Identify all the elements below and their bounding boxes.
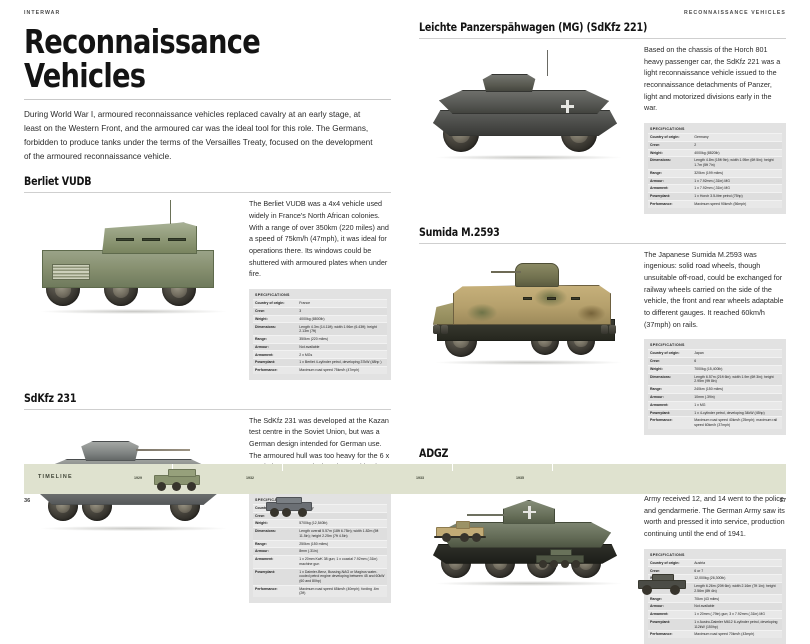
spec-row: Range:320km (199 miles) [648,168,782,178]
spec-row: Country of origin:Germany [648,132,782,142]
spec-row: Dimensions:Length 4.8m (15ft 9in); width… [648,156,782,170]
vehicle-title-sdkfz-221: Leichte Panzerspähwagen (MG) (SdKfz 221) [419,20,648,34]
timeline-label: TIMELINE [38,474,73,480]
timeline-vehicle-adgz [534,544,588,570]
specs-table-sdkfz-221: SPECIFICATIONS Country of origin:Germany… [644,122,786,214]
spec-row: Armour:Not available [253,342,387,351]
balkenkreuz-marking [561,100,574,113]
spec-row: Range:240km (150 miles) [648,385,782,394]
page-title: Reconnaissance Vehicles [24,22,261,95]
spec-row: Weight:7000kg (15,400lb) [648,364,782,374]
balkenkreuz-marking [523,505,536,519]
spec-row: Dimensions:Length overall 5.57m (18ft 6.… [253,527,387,541]
intro-paragraph: During World War I, armoured reconnaissa… [24,110,373,161]
spec-row: Armour:1 x 7.92mm (.31in) MG [648,176,782,185]
spec-row: Weight:4000kg (8800lb) [253,314,387,323]
spec-row: Country of origin:Japan [648,349,782,358]
spec-row: Powerplant:1 x Daimler-Benz, Bussing-NAG… [253,567,387,586]
spec-row: Powerplant:1 x 4-cylinder petrol, develo… [648,408,782,417]
vehicle-caption-sdkfz-221: Based on the chassis of the Horch 801 he… [644,45,781,113]
spec-row: Range:70km (43 miles) [648,594,782,603]
timeline-tick [282,464,283,471]
timeline-tick [552,464,553,471]
timeline-vehicle-sdkfz-231 [264,492,316,518]
spec-row: Performance:Maximum speed 90km/h (56mph) [648,199,782,208]
timeline-year-1935: 1935 [516,476,524,480]
specs-heading: SPECIFICATIONS [255,293,290,298]
timeline-bar: TIMELINE 1929 1932 1933 [24,464,786,595]
timeline-year-1933: 1933 [416,476,424,480]
vehicle-divider [419,242,786,244]
vehicle-block-sumida-m2593: Sumida M.2593 [419,225,786,435]
spec-row: Crew:6 [648,357,782,366]
spec-row: Performance:Maximum road speed 75km/h (4… [253,365,387,374]
spec-row: Powerplant:1 x Berliet 4-cylinder petrol… [253,358,387,367]
timeline-year-1932: 1932 [246,476,254,480]
spec-row: Armament:1 x 20mm KwK 38 gun; 1 x coaxia… [253,555,387,569]
vehicle-title-sumida-m2593: Sumida M.2593 [419,224,500,239]
spec-row: Armour:Not available [648,602,782,611]
specs-heading: SPECIFICATIONS [650,343,685,348]
right-page: RECONNAISSANCE VEHICLES Leichte Panzersp… [405,0,810,644]
spec-row: Crew:2 [648,140,782,150]
spec-row: Country of origin:France [253,299,387,308]
spec-row: Weight:4000kg (8820lb) [648,148,782,157]
vehicle-divider [419,38,786,39]
spec-row: Performance:Maximum road speed 65km/h (4… [253,584,387,597]
vehicle-image-berliet-vudb [24,198,239,379]
timeline: TIMELINE 1929 1932 1933 [0,460,810,595]
spec-row: Powerplant:1 x Austro-Daimler M612 6-cyl… [648,617,782,631]
running-head-right: RECONNAISSANCE VEHICLES [684,10,786,16]
specs-table-berliet-vudb: SPECIFICATIONS Country of origin:France … [249,289,391,380]
spec-row: Armament:1 x 20mm (.79in) gun; 3 x 7.92m… [648,610,782,619]
timeline-tick [172,464,173,471]
timeline-vehicle-sdkfz-221 [636,570,690,596]
running-head-left: INTERWAR [24,10,61,16]
specs-table-sumida-m2593: SPECIFICATIONS Country of origin:Japan C… [644,339,786,435]
spec-row: Dimensions:Length 6.57m (21ft 6in); widt… [648,372,782,386]
spec-row: Armour:10mm (.39in) [648,392,782,402]
vehicle-divider [24,192,391,194]
spec-row: Armour:8mm (.31in) [253,547,387,556]
vehicle-title-adgz: ADGZ [419,445,449,460]
vehicle-title-berliet-vudb: Berliet VUDB [24,174,92,189]
timeline-vehicle-berliet-vudb [152,466,204,492]
page-number-right: 37 [779,498,786,504]
page-number-left: 36 [24,498,31,504]
timeline-year-1929: 1929 [134,476,142,480]
spec-row: Range:250km (150 miles) [253,539,387,548]
spec-row: Crew:3 [253,306,387,316]
specs-table-adgz: SPECIFICATIONS Country of origin:Austria… [644,548,786,644]
vehicle-title-sdkfz-231: SdKfz 231 [24,390,77,405]
spec-row: Weight:5700kg (12,540lb) [253,519,387,528]
spec-row: Performance:Maximum road speed 70km/h (4… [648,630,782,639]
vehicle-image-sumida-m2593 [419,249,634,435]
vehicle-caption-berliet-vudb: The Berliet VUDB was a 4x4 vehicle used … [249,199,389,279]
spec-row: Armament:2 x MGs [253,350,387,359]
spec-row: Powerplant:1 x Horch 3.5-litre petrol (7… [648,192,782,201]
vehicle-image-sdkfz-221 [419,44,634,214]
vehicle-caption-sumida-m2593: The Japanese Sumida M.2593 was ingenious… [644,249,784,329]
timeline-tick [452,464,453,471]
spec-row: Country of origin:Austria [648,558,782,567]
vehicle-block-sdkfz-221: Leichte Panzerspähwagen (MG) (SdKfz 221) [419,20,786,214]
timeline-vehicle-sumida-m2593 [434,518,488,544]
spec-row: Dimensions:Length 4.3m (14.11ft); width … [253,322,387,336]
specs-heading: SPECIFICATIONS [255,497,290,502]
specs-heading: SPECIFICATIONS [650,552,685,557]
spec-row: Armament:1 x MG [648,400,782,409]
specs-heading: SPECIFICATIONS [650,126,685,131]
vehicle-block-berliet-vudb: Berliet VUDB [24,174,391,380]
spec-row: Range:350km (220 miles) [253,334,387,344]
spec-row: Performance:Maximum road speed 40km/h (2… [648,416,782,429]
title-divider [24,99,391,101]
spec-row: Armament:1 x 7.92mm (.31in) MG [648,184,782,193]
left-page: INTERWAR Reconnaissance Vehicles During … [0,0,405,603]
vehicle-divider [24,408,391,410]
